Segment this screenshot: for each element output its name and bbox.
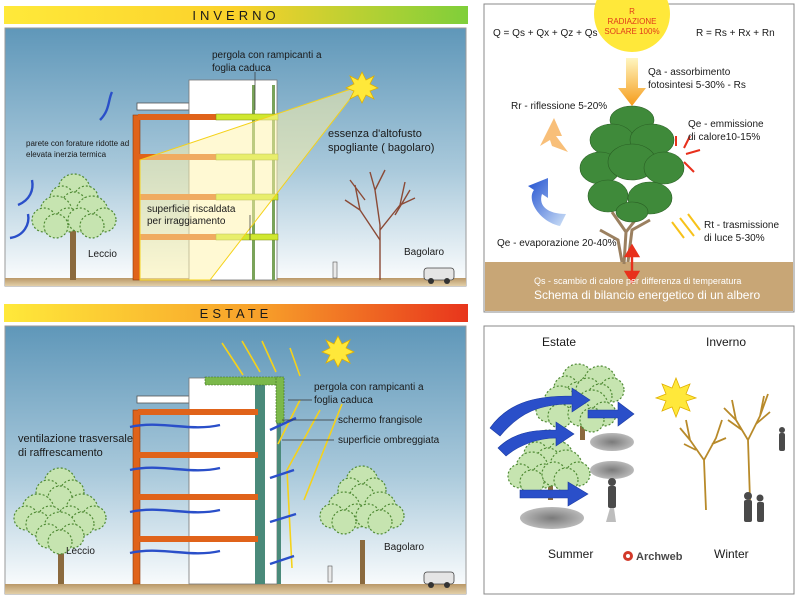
summer-bagolaro-tree (319, 465, 405, 584)
summer-person (327, 565, 333, 583)
rt-label-1: Rt - trasmissione (704, 220, 779, 231)
winter-person (332, 261, 338, 279)
seasons-sun (654, 376, 698, 419)
seasons-estate-label: Estate (542, 335, 576, 349)
reflection-arrow (540, 118, 568, 152)
winter-tree-label-1: essenza d'altofusto (328, 128, 422, 140)
sun-label-1: R (629, 7, 635, 16)
summer-leccio-label: Leccio (66, 546, 95, 557)
qe-emission-label-2: di calore10-15% (688, 132, 760, 143)
equation-q: Q = Qs + Qx + Qz + Qs (493, 28, 597, 39)
summer-vent-label-1: ventilazione trasversale (18, 433, 133, 445)
summer-schermo-label: schermo frangisole (338, 415, 423, 426)
seasons-winter-trees (679, 393, 771, 511)
winter-car (423, 267, 455, 284)
winter-sun (345, 71, 379, 104)
qs-label: Qs - scambio di calore per differenza di… (534, 276, 741, 286)
winter-leccio-label: Leccio (88, 249, 117, 260)
rr-label: Rr - riflessione 5-20% (511, 101, 607, 112)
seasons-panel: Estate Inverno Summer Winter Archweb (483, 325, 795, 595)
summer-panel: ESTATE (4, 304, 468, 595)
winter-wind-arrows (9, 91, 114, 240)
winter-bagolaro-tree (344, 169, 416, 280)
winter-pergola-label-2: foglia caduca (212, 63, 271, 74)
qe-emission-label-1: Qe - emmissione (688, 119, 764, 130)
winter-panel: INVERNO (4, 6, 468, 287)
winter-leccio-tree (31, 173, 117, 280)
winter-surface-label-1: superficie riscaldata (147, 204, 236, 215)
transmission-arrows (671, 213, 701, 239)
archweb-logo-icon (623, 551, 633, 561)
seasons-summer-trees (507, 363, 634, 529)
qa-label-1: Qa - assorbimento (648, 67, 731, 78)
sun-label-2: RADIAZIONE (608, 17, 657, 26)
summer-title: ESTATE (200, 306, 273, 321)
summer-title-bar (4, 304, 468, 322)
seasons-winter-label: Winter (714, 547, 749, 561)
summer-sun-rays (221, 340, 343, 569)
balance-caption: Schema di bilancio energetico di un albe… (534, 288, 760, 302)
summer-vent-label-2: di raffrescamento (18, 447, 103, 459)
summer-sun (321, 335, 355, 368)
summer-pergola-label-1: pergola con rampicanti a (314, 382, 424, 393)
evaporation-arrow (528, 178, 566, 226)
solar-disc (594, 0, 670, 52)
qe-evaporation-label: Qe - evaporazione 20-40% (497, 238, 617, 249)
winter-title-bar (4, 6, 468, 24)
emission-arrows (675, 135, 701, 173)
soil-exchange-arrow (623, 243, 641, 285)
winter-wall-label-2: elevata inerzia termica (26, 150, 107, 159)
equation-r: R = Rs + Rx + Rn (696, 28, 775, 39)
soil-band (485, 262, 793, 311)
summer-pergola-label-2: foglia caduca (314, 395, 373, 406)
winter-sun-rays (139, 84, 362, 281)
winter-bagolaro-label: Bagolaro (404, 247, 444, 258)
incoming-radiation-arrow (618, 58, 646, 106)
qa-label-2: fotosintesi 5-30% - Rs (648, 80, 746, 91)
winter-ground (5, 278, 466, 286)
summer-ventilation-arrows (129, 416, 297, 566)
summer-car (423, 571, 455, 588)
summer-bagolaro-label: Bagolaro (384, 542, 424, 553)
rt-label-2: di luce 5-30% (704, 233, 765, 244)
archweb-logo-text: Archweb (636, 551, 683, 563)
seasons-inverno-label: Inverno (706, 335, 746, 349)
balance-tree (579, 105, 685, 265)
seasons-people (606, 427, 785, 522)
winter-tree-label-2: spogliante ( bagolaro) (328, 142, 434, 154)
summer-ground (5, 584, 466, 594)
seasons-blue-arrows (489, 387, 635, 507)
summer-leccio-tree (13, 467, 107, 584)
winter-surface-label-2: per irraggiamento (147, 216, 226, 227)
summer-ombreggiata-label: superficie ombreggiata (338, 435, 440, 446)
winter-title: INVERNO (192, 8, 279, 23)
summer-building (132, 376, 285, 585)
seasons-summer-label: Summer (548, 547, 593, 561)
balance-panel: R RADIAZIONE SOLARE 100% (483, 0, 795, 313)
winter-wall-label-1: parete con forature ridotte ad (26, 139, 129, 148)
sun-label-3: SOLARE 100% (604, 27, 659, 36)
winter-pergola-label-1: pergola con rampicanti a (212, 50, 322, 61)
